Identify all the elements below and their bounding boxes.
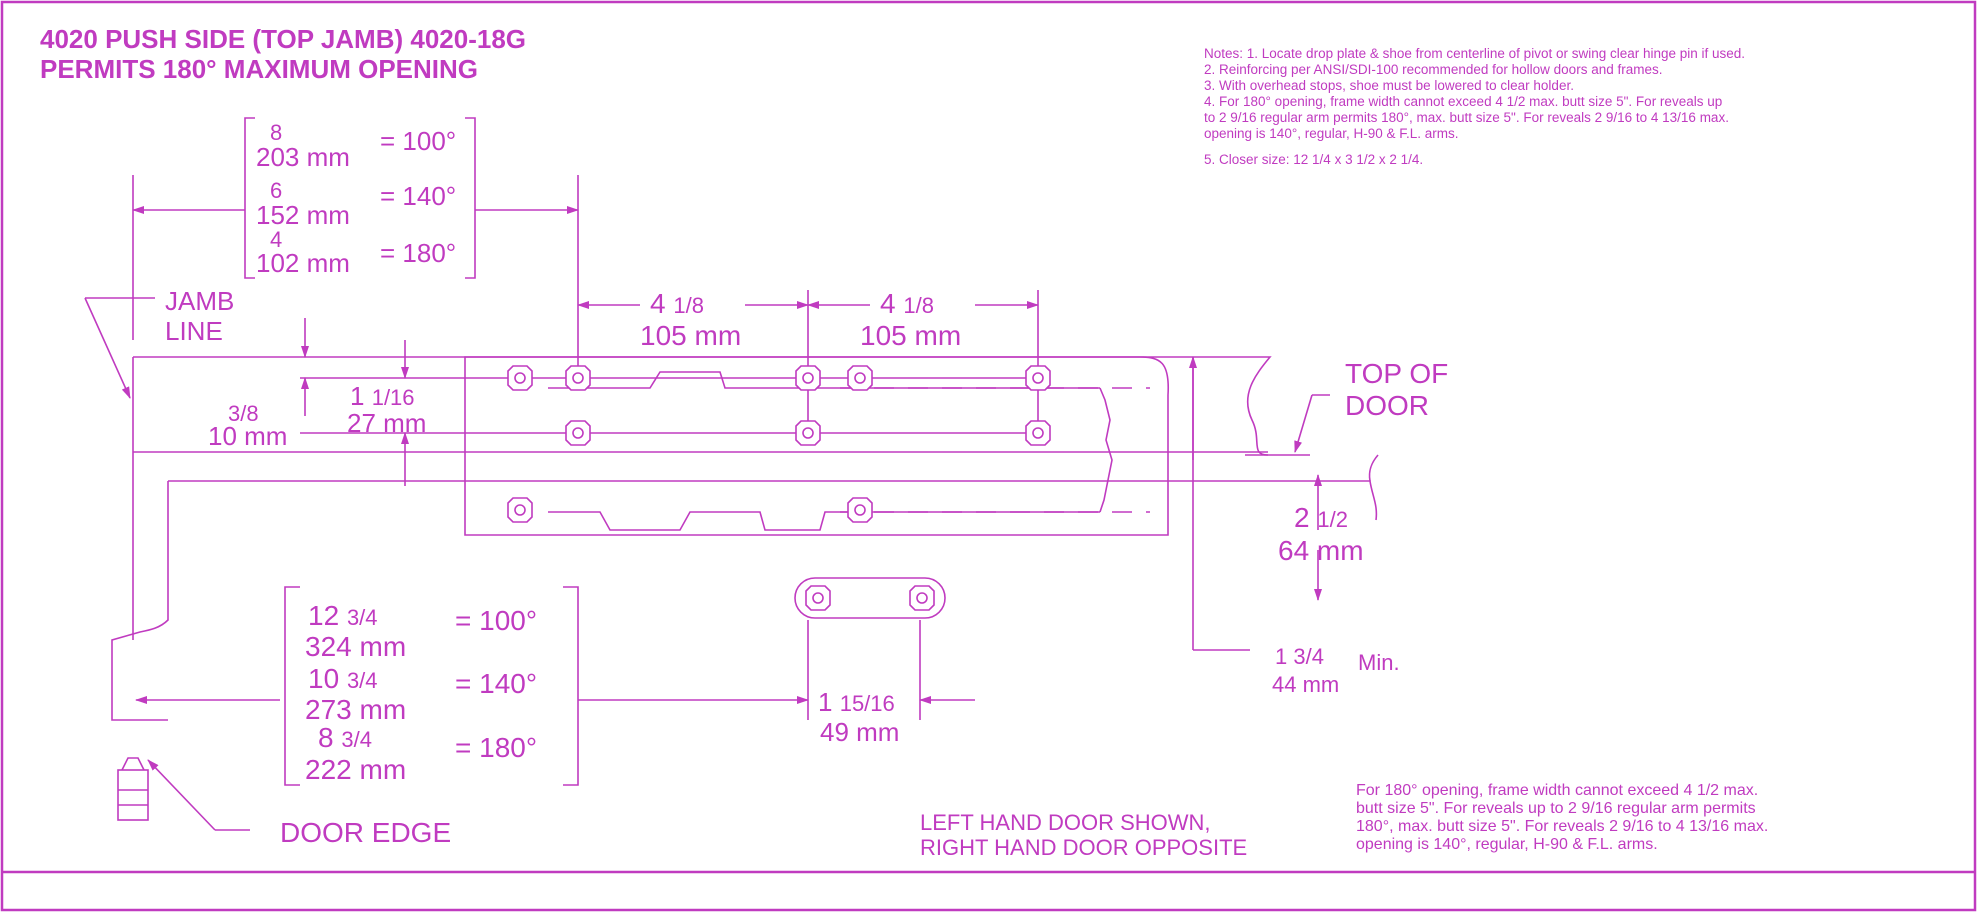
hinge-top [121, 757, 145, 771]
footnote-block: For 180° opening, frame width cannot exc… [1356, 782, 1768, 853]
hole-icon [795, 420, 821, 446]
hinge-symbol [117, 769, 149, 821]
footnote-line: butt size 5". For reveals up to 2 9/16 r… [1356, 800, 1756, 817]
footnote-line: opening is 140°, regular, H-90 & F.L. ar… [1356, 836, 1658, 853]
callouts: JAMB LINE TOP OF DOOR DOOR EDGE LEFT HAN… [165, 286, 1448, 860]
footnote-line: 180°, max. butt size 5". For reveals 2 9… [1356, 818, 1768, 835]
leader-top-of-door [1294, 394, 1313, 453]
top-of-door-label: DOOR [1345, 390, 1429, 421]
top-of-door-break [1368, 454, 1379, 482]
dimension-labels: 4 1/8 105 mm 4 1/8 105 mm 3/8 10 mm 1 1/… [208, 288, 1400, 747]
bottom-row-mm: 324 mm [305, 631, 406, 662]
dim-label: 64 mm [1278, 535, 1364, 566]
hole-icon [507, 497, 533, 523]
note-line: 5. Closer size: 12 1/4 x 3 1/2 x 2 1/4. [1204, 152, 1423, 167]
hole-icon [909, 585, 935, 611]
top-table-box [244, 117, 476, 279]
top-row-mm: 203 mm [256, 142, 350, 172]
bottom-row-mm: 222 mm [305, 754, 406, 785]
note-line: 3. With overhead stops, shoe must be low… [1204, 78, 1574, 93]
top-row-inch: 4 [270, 227, 282, 252]
hole-icon [795, 365, 821, 391]
hole-icon [565, 365, 591, 391]
door-top-edge [168, 480, 1378, 521]
mounting-holes [507, 365, 1051, 611]
dim-label: 105 mm [860, 320, 961, 351]
top-table: 8 203 mm = 100° 6 152 mm = 140° 4 102 mm… [256, 120, 456, 278]
closer-end-profile [1099, 387, 1113, 513]
dim-label: 3/8 [228, 401, 259, 426]
leader-door-edge [147, 759, 216, 831]
bottom-row-mm: 273 mm [305, 694, 406, 725]
dim-label: 1 3/4 [1275, 644, 1324, 669]
bottom-row-angle: = 100° [455, 605, 537, 636]
dim-label: 49 mm [820, 717, 899, 747]
top-row-angle: = 180° [380, 238, 456, 268]
hole-icon [565, 420, 591, 446]
title-line-2: PERMITS 180° MAXIMUM OPENING [40, 54, 478, 84]
top-row-inch: 8 [270, 120, 282, 145]
note-line: to 2 9/16 regular arm permits 180°, max.… [1204, 110, 1729, 125]
dim-label: 44 mm [1272, 672, 1339, 697]
top-of-door-label: TOP OF [1345, 358, 1448, 389]
dim-label: 105 mm [640, 320, 741, 351]
bottom-table-box [284, 586, 579, 786]
dim-label: 4 1/8 [650, 288, 704, 319]
hole-icon [847, 497, 873, 523]
door-edge-label: DOOR EDGE [280, 817, 451, 848]
shoe-plate [794, 577, 946, 619]
bottom-row-angle: = 180° [455, 732, 537, 763]
leader-jamb-d [84, 297, 131, 399]
jamb-line-label: JAMB [165, 286, 234, 316]
closer-channel-top [548, 371, 1100, 389]
jamb-line-label: LINE [165, 316, 223, 346]
bottom-table: 12 3/4 324 mm = 100° 10 3/4 273 mm = 140… [305, 600, 537, 785]
top-row-mm: 152 mm [256, 200, 350, 230]
dim-label: 4 1/8 [880, 288, 934, 319]
title-line-1: 4020 PUSH SIDE (TOP JAMB) 4020-18G [40, 24, 526, 54]
dim-label: 1 15/16 [818, 687, 895, 717]
dim-label: Min. [1358, 650, 1400, 675]
hand-note: RIGHT HAND DOOR OPPOSITE [920, 835, 1247, 860]
frame-top-edge [133, 356, 1272, 456]
top-row-inch: 6 [270, 178, 282, 203]
note-line: 2. Reinforcing per ANSI/SDI-100 recommen… [1204, 62, 1662, 77]
top-row-angle: = 100° [380, 126, 456, 156]
top-row-mm: 102 mm [256, 248, 350, 278]
dim-label: 2 1/2 [1294, 502, 1348, 533]
closer-channel-bottom [548, 511, 1100, 531]
dim-label: 10 mm [208, 421, 287, 451]
hole-icon [507, 365, 533, 391]
bottom-row-inch: 12 3/4 [308, 600, 378, 631]
hole-icon [847, 365, 873, 391]
top-row-angle: = 140° [380, 181, 456, 211]
dim-label: 1 1/16 [350, 381, 415, 411]
notes-block: Notes: 1. Locate drop plate & shoe from … [1204, 46, 1745, 167]
bottom-row-angle: = 140° [455, 668, 537, 699]
bottom-row-inch: 10 3/4 [308, 663, 378, 694]
note-line: 4. For 180° opening, frame width cannot … [1204, 94, 1722, 109]
bottom-row-inch: 8 3/4 [318, 722, 372, 753]
dim-label: 27 mm [347, 408, 426, 438]
footnote-line: For 180° opening, frame width cannot exc… [1356, 782, 1758, 799]
drawing-lines [84, 175, 1379, 831]
hole-icon [1025, 420, 1051, 446]
hole-icon [805, 585, 831, 611]
hole-icon [1025, 365, 1051, 391]
closer-body [464, 356, 1170, 536]
note-line: Notes: 1. Locate drop plate & shoe from … [1204, 46, 1745, 61]
door-edge-line [111, 481, 169, 721]
note-line: opening is 140°, regular, H-90 & F.L. ar… [1204, 126, 1459, 141]
hand-note: LEFT HAND DOOR SHOWN, [920, 810, 1211, 835]
